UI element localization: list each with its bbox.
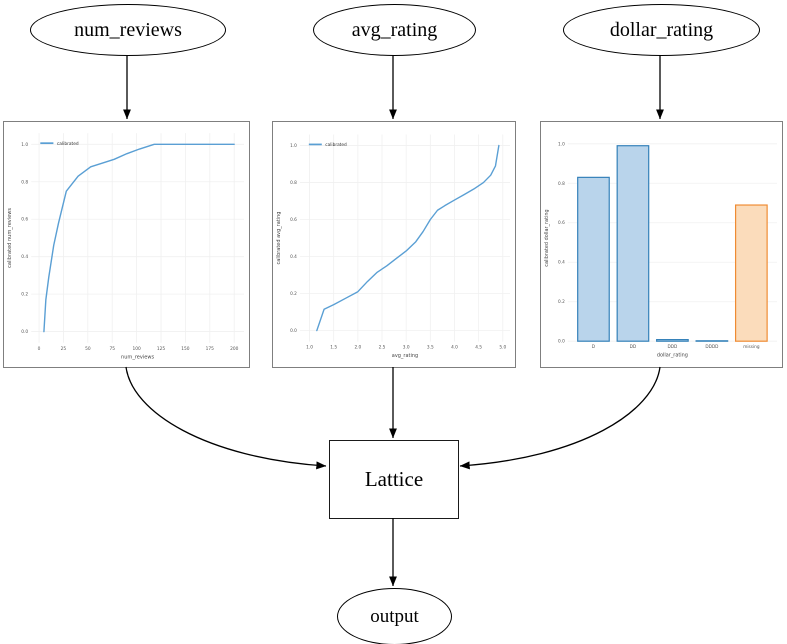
svg-text:5.0: 5.0 bbox=[499, 345, 506, 351]
calibration-chart-num-reviews: 0.0 0.2 0.4 0.6 0.8 1.0 0 25 50 75 100 125 150 175 200… bbox=[3, 121, 250, 368]
svg-text:0.0: 0.0 bbox=[290, 328, 297, 334]
svg-text:50: 50 bbox=[85, 346, 91, 352]
node-num-reviews: num_reviews bbox=[30, 4, 226, 56]
svg-text:4.5: 4.5 bbox=[475, 345, 482, 351]
svg-text:0.2: 0.2 bbox=[290, 291, 297, 297]
node-lattice-label: Lattice bbox=[364, 467, 424, 491]
svg-text:0.0: 0.0 bbox=[21, 329, 28, 335]
svg-text:num_reviews: num_reviews bbox=[121, 354, 154, 360]
svg-text:3.5: 3.5 bbox=[427, 345, 434, 351]
svg-text:dollar_rating: dollar_rating bbox=[657, 353, 688, 359]
svg-text:D: D bbox=[592, 344, 596, 350]
svg-text:0.0: 0.0 bbox=[558, 339, 565, 345]
node-num-reviews-label: num_reviews bbox=[74, 18, 182, 41]
svg-text:calibrated: calibrated bbox=[325, 142, 347, 148]
svg-text:calibrated num_reviews: calibrated num_reviews bbox=[7, 208, 13, 268]
svg-text:0.2: 0.2 bbox=[558, 299, 565, 305]
svg-text:1.5: 1.5 bbox=[330, 345, 337, 351]
svg-text:200: 200 bbox=[230, 346, 239, 352]
calibration-chart-avg-rating: 0.0 0.2 0.4 0.6 0.8 1.0 1.0 1.5 2.0 2.5 3.0 3.5 4.0 4… bbox=[272, 121, 516, 368]
num-reviews-calibration-plot: 0.0 0.2 0.4 0.6 0.8 1.0 0 25 50 75 100 125 150 175 200… bbox=[7, 133, 244, 360]
svg-text:2.5: 2.5 bbox=[379, 345, 386, 351]
svg-text:75: 75 bbox=[109, 346, 115, 352]
svg-text:avg_rating: avg_rating bbox=[392, 353, 418, 359]
svg-text:150: 150 bbox=[181, 346, 190, 352]
svg-text:0.4: 0.4 bbox=[290, 254, 297, 260]
svg-text:calibrated avg_rating: calibrated avg_rating bbox=[276, 212, 282, 265]
svg-text:DDD: DDD bbox=[667, 344, 678, 350]
svg-text:4.0: 4.0 bbox=[451, 345, 458, 351]
svg-text:0.6: 0.6 bbox=[21, 217, 28, 223]
svg-text:0.6: 0.6 bbox=[558, 220, 565, 226]
svg-text:1.0: 1.0 bbox=[290, 143, 297, 149]
svg-text:DDDD: DDDD bbox=[705, 344, 719, 350]
svg-text:calibrated dollar_rating: calibrated dollar_rating bbox=[544, 209, 550, 266]
edge-dollar-chart-to-lattice bbox=[459, 366, 661, 470]
svg-text:0.4: 0.4 bbox=[21, 254, 28, 260]
svg-text:DD: DD bbox=[630, 344, 637, 350]
svg-text:0: 0 bbox=[38, 346, 41, 352]
svg-text:0.8: 0.8 bbox=[290, 180, 297, 186]
avg-rating-calibration-plot: 0.0 0.2 0.4 0.6 0.8 1.0 1.0 1.5 2.0 2.5 3.0 3.5 4.0 4… bbox=[276, 134, 511, 359]
svg-text:2.0: 2.0 bbox=[354, 345, 361, 351]
svg-text:calibrated: calibrated bbox=[57, 141, 79, 147]
node-dollar-rating: dollar_rating bbox=[563, 4, 760, 56]
svg-text:0.8: 0.8 bbox=[21, 179, 28, 185]
svg-text:125: 125 bbox=[157, 346, 166, 352]
node-output-label: output bbox=[370, 605, 419, 627]
node-avg-rating: avg_rating bbox=[313, 4, 476, 56]
svg-text:1.0: 1.0 bbox=[21, 142, 28, 148]
svg-text:175: 175 bbox=[206, 346, 215, 352]
svg-text:0.6: 0.6 bbox=[290, 217, 297, 223]
svg-text:1.0: 1.0 bbox=[306, 345, 313, 351]
svg-text:1.0: 1.0 bbox=[558, 141, 565, 147]
edge-num-chart-to-lattice bbox=[125, 366, 327, 470]
svg-text:missing: missing bbox=[743, 344, 760, 350]
node-dollar-rating-label: dollar_rating bbox=[609, 18, 714, 41]
svg-text:0.2: 0.2 bbox=[21, 292, 28, 298]
node-lattice: Lattice bbox=[329, 440, 459, 519]
svg-text:0.8: 0.8 bbox=[558, 181, 565, 187]
svg-text:3.0: 3.0 bbox=[403, 345, 410, 351]
svg-text:100: 100 bbox=[132, 346, 141, 352]
svg-text:25: 25 bbox=[61, 346, 67, 352]
node-avg-rating-label: avg_rating bbox=[351, 18, 438, 41]
node-output: output bbox=[337, 588, 452, 644]
svg-text:0.4: 0.4 bbox=[558, 260, 565, 266]
